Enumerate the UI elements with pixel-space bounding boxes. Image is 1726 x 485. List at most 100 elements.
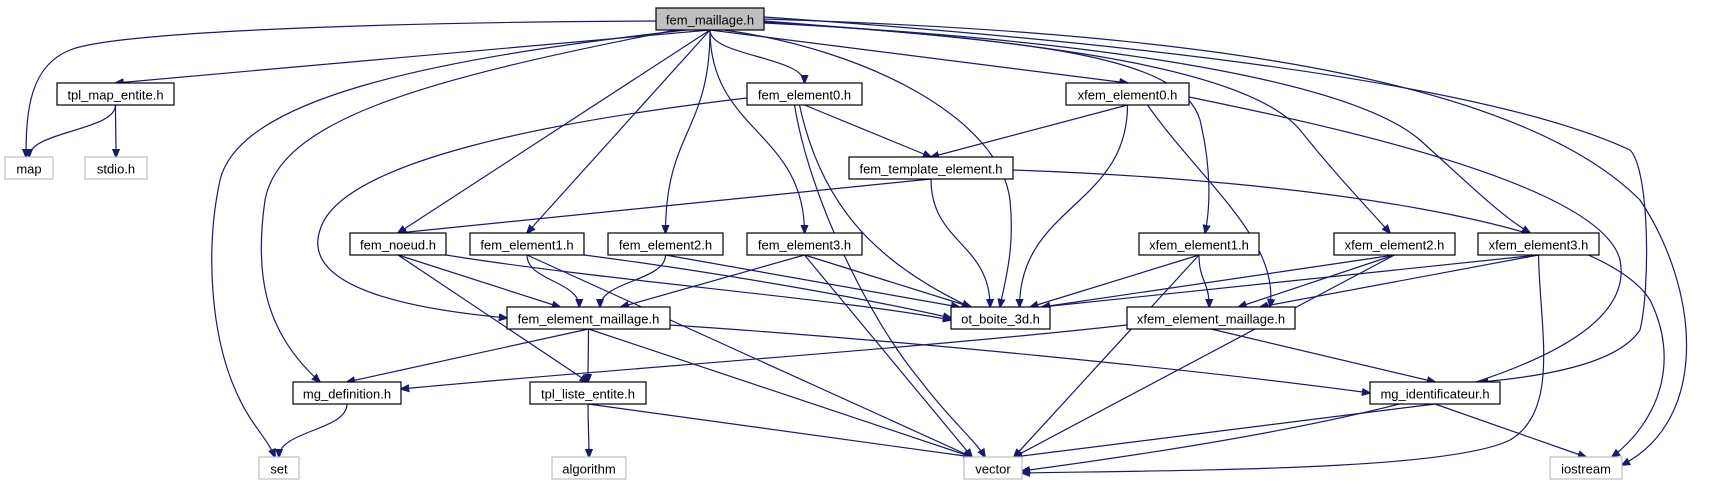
- edge-xfem-element2-to-xfem-element-maillage: [1239, 254, 1395, 307]
- node-label: tpl_map_entite.h: [67, 88, 163, 103]
- node-vector: vector: [963, 456, 1023, 480]
- node-box: [4, 156, 54, 180]
- edge-xfem-element3-to-ot-boite-3d: [1042, 254, 1539, 307]
- edge-fem-maillage-to-xfem-element2: [763, 21, 1390, 233]
- node-box: [1477, 232, 1600, 256]
- edge-fem-element1-to-fem-element-maillage: [526, 254, 579, 307]
- node-label: mg_definition.h: [303, 387, 391, 402]
- node-label: fem_element2.h: [619, 238, 712, 253]
- edge-fem-element1-to-vector: [526, 254, 972, 457]
- node-fem-noeud[interactable]: fem_noeud.h: [349, 232, 447, 256]
- node-box: [506, 306, 671, 330]
- node-box: [963, 456, 1023, 480]
- node-box: [84, 156, 148, 180]
- node-label: fem_maillage.h: [666, 13, 754, 28]
- node-label: fem_element_maillage.h: [518, 312, 660, 327]
- edge-xfem-element3-to-xfem-element-maillage: [1260, 254, 1539, 307]
- edge-fem-maillage-to-mg-definition: [260, 29, 677, 382]
- edge-tpl-liste-entite-to-algorithm: [588, 403, 589, 457]
- node-box: [655, 7, 765, 31]
- edge-tpl-map-entite-to-map: [29, 104, 117, 157]
- edge-xfem-element-maillage-to-mg-definition: [401, 324, 1128, 389]
- node-xfem-element0[interactable]: xfem_element0.h: [1065, 82, 1190, 106]
- edge-tpl-map-entite-to-stdio: [116, 104, 117, 157]
- node-tpl-liste-entite[interactable]: tpl_liste_entite.h: [529, 381, 647, 405]
- node-box: [551, 456, 627, 480]
- edge-xfem-element3-to-vector: [1022, 254, 1545, 473]
- node-xfem-element-maillage[interactable]: xfem_element_maillage.h: [1126, 306, 1296, 330]
- edge-xfem-element0-to-ot-boite-3d: [1020, 104, 1129, 307]
- edge-xfem-element0-to-xfem-element-maillage: [1147, 104, 1271, 307]
- node-fem-element-maillage[interactable]: fem_element_maillage.h: [506, 306, 671, 330]
- edge-fem-maillage-to-xfem-element3: [763, 22, 1530, 233]
- node-mg-identificateur[interactable]: mg_identificateur.h: [1369, 381, 1501, 405]
- edge-fem-element3-to-vector: [804, 254, 973, 457]
- edge-fem-element-maillage-to-tpl-liste-entite: [588, 328, 589, 382]
- edge-fem-template-element-to-iostream: [1012, 169, 1665, 457]
- node-mg-definition[interactable]: mg_definition.h: [292, 381, 402, 405]
- edge-fem-maillage-to-fem-element0: [709, 29, 805, 83]
- node-label: set: [270, 462, 288, 477]
- node-box: [607, 232, 724, 256]
- node-label: mg_identificateur.h: [1380, 387, 1489, 402]
- edge-fem-element-maillage-to-mg-definition: [347, 328, 589, 382]
- node-fem-element1[interactable]: fem_element1.h: [469, 232, 585, 256]
- node-box: [349, 232, 447, 256]
- node-label: fem_template_element.h: [859, 162, 1002, 177]
- node-box: [56, 82, 175, 106]
- edge-fem-element0-to-vector: [793, 104, 986, 457]
- node-xfem-element1[interactable]: xfem_element1.h: [1138, 232, 1260, 256]
- node-label: tpl_liste_entite.h: [541, 387, 635, 402]
- edge-fem-maillage-to-xfem-element1: [763, 20, 1209, 233]
- edge-xfem-element0-to-fem-template-element: [931, 104, 1128, 157]
- node-set: set: [258, 456, 300, 480]
- node-algorithm: algorithm: [551, 456, 627, 480]
- edge-fem-element0-to-ot-boite-3d: [798, 104, 971, 307]
- edge-xfem-element0-to-vector: [1022, 96, 1622, 471]
- node-label: vector: [975, 462, 1011, 477]
- node-fem-element0[interactable]: fem_element0.h: [746, 82, 863, 106]
- edge-fem-maillage-to-mg-identificateur: [763, 16, 1648, 382]
- node-fem-element2[interactable]: fem_element2.h: [607, 232, 724, 256]
- edge-fem-element3-to-fem-element-maillage: [621, 254, 805, 307]
- node-label: stdio.h: [97, 162, 135, 177]
- edge-fem-element2-to-ot-boite-3d: [665, 254, 960, 307]
- node-box: [1333, 232, 1456, 256]
- node-box: [1138, 232, 1260, 256]
- node-label: iostream: [1561, 462, 1611, 477]
- node-xfem-element3[interactable]: xfem_element3.h: [1477, 232, 1600, 256]
- node-fem-element3[interactable]: fem_element3.h: [746, 232, 863, 256]
- edge-fem-maillage-to-fem-element1: [527, 29, 711, 233]
- node-map: map: [4, 156, 54, 180]
- edge-tpl-liste-entite-to-vector: [587, 403, 972, 457]
- node-fem-maillage[interactable]: fem_maillage.h: [655, 7, 765, 31]
- node-ot-boite-3d[interactable]: ot_boite_3d.h: [950, 306, 1051, 330]
- node-tpl-map-entite[interactable]: tpl_map_entite.h: [56, 82, 175, 106]
- node-xfem-element2[interactable]: xfem_element2.h: [1333, 232, 1456, 256]
- edge-fem-maillage-to-set: [211, 29, 687, 457]
- node-label: fem_element1.h: [480, 238, 573, 253]
- edge-fem-element0-to-fem-template-element: [804, 104, 932, 157]
- node-box: [950, 306, 1051, 330]
- node-fem-template-element[interactable]: fem_template_element.h: [848, 156, 1014, 180]
- node-box: [469, 232, 585, 256]
- node-iostream: iostream: [1549, 456, 1623, 480]
- node-label: xfem_element2.h: [1345, 238, 1445, 253]
- node-box: [292, 381, 402, 405]
- node-label: ot_boite_3d.h: [961, 312, 1040, 327]
- node-label: algorithm: [562, 462, 615, 477]
- node-label: xfem_element1.h: [1149, 238, 1249, 253]
- node-box: [1369, 381, 1501, 405]
- edge-fem-template-element-to-fem-noeud: [398, 178, 932, 233]
- edge-fem-element2-to-fem-element-maillage: [600, 254, 667, 307]
- node-label: xfem_element3.h: [1489, 238, 1589, 253]
- edge-fem-maillage-to-fem-element3: [709, 29, 805, 233]
- node-box: [1549, 456, 1623, 480]
- node-stdio: stdio.h: [84, 156, 148, 180]
- node-box: [746, 232, 863, 256]
- edges-layer: [26, 16, 1688, 473]
- node-label: xfem_element0.h: [1078, 88, 1178, 103]
- edge-fem-noeud-to-tpl-liste-entite: [397, 254, 588, 382]
- nodes-layer: fem_maillage.h tpl_map_entite.h fem_elemen…: [4, 7, 1623, 480]
